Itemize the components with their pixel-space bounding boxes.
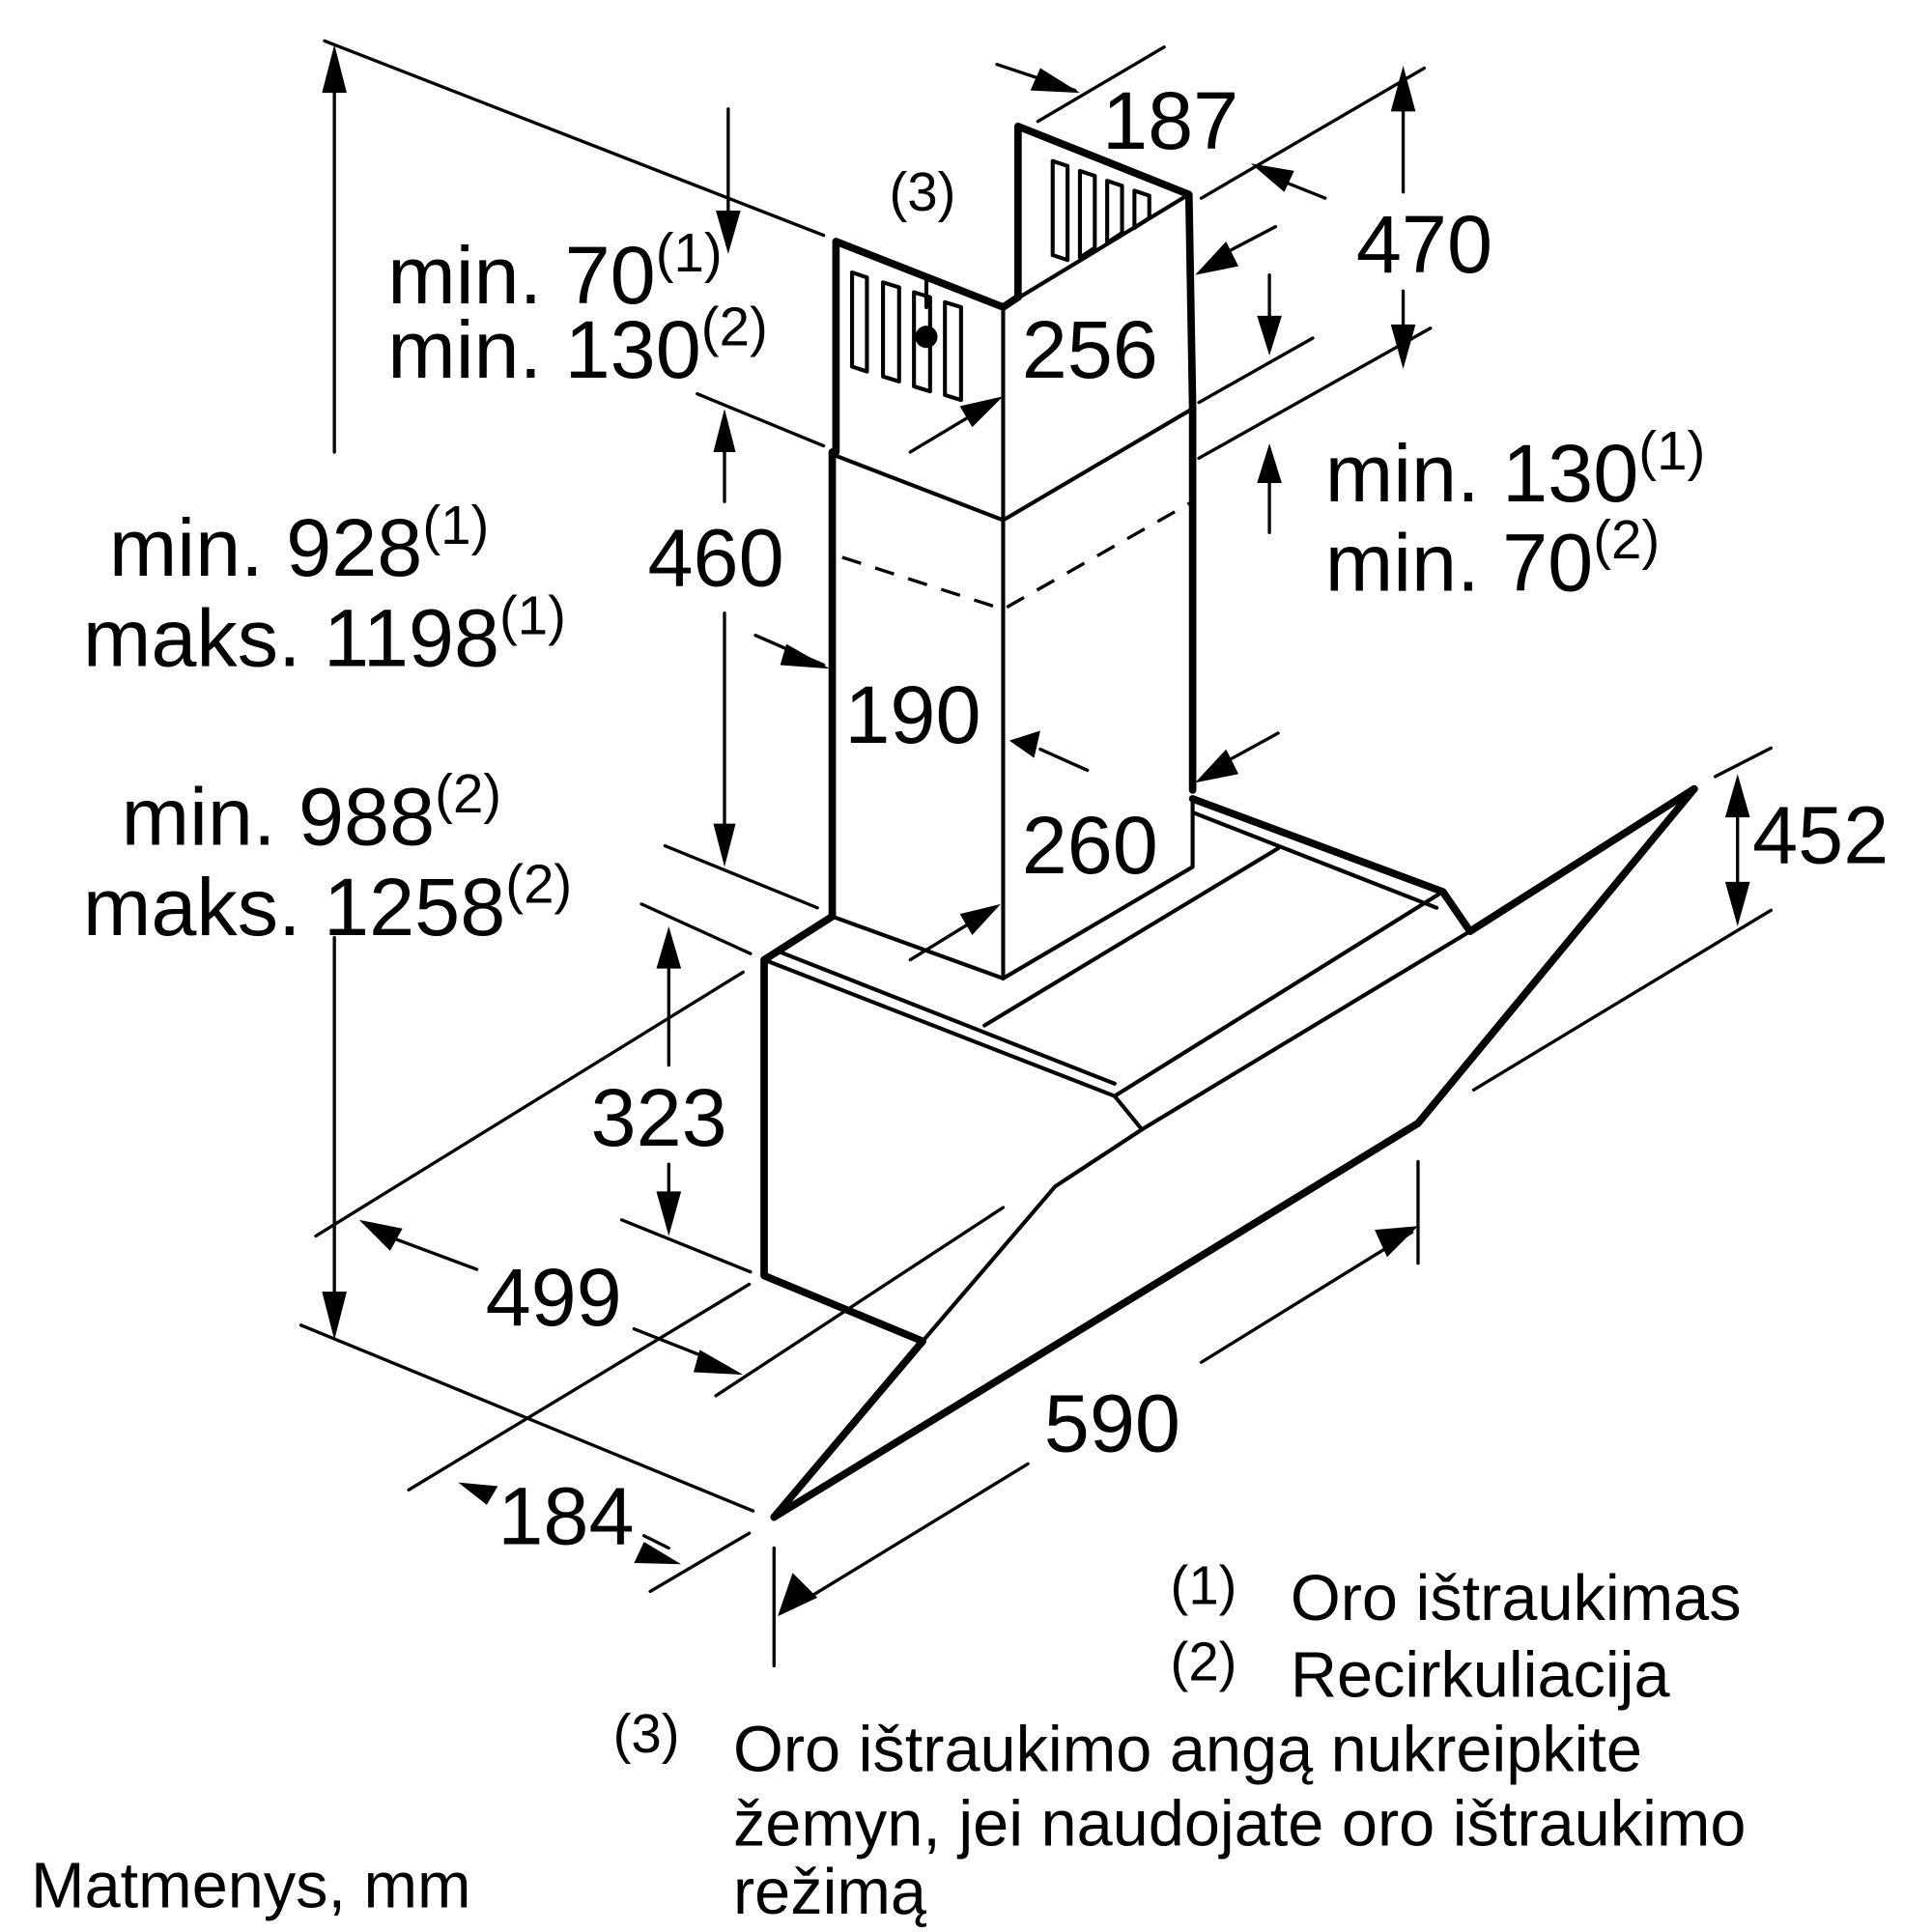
canopy-right-trim (1190, 810, 1439, 910)
dim-460: 460 (648, 511, 784, 603)
svg-text:min. 70(1): min. 70(1) (387, 222, 722, 321)
canopy-left-box (760, 912, 926, 1346)
dimension-lines (298, 39, 1774, 1668)
svg-text:maks. 1258(2): maks. 1258(2) (83, 854, 572, 952)
total-height-recirculation: min. 988(2) maks. 1258(2) (83, 763, 572, 952)
legend-marker-2: (2) (1171, 1632, 1237, 1692)
svg-text:min. 130(2): min. 130(2) (387, 297, 767, 395)
units-caption: Matmenys, mm (31, 1850, 471, 1921)
legend-text-3-line3: režimą (733, 1857, 927, 1928)
total-height-extraction: min. 928(1) maks. 1198(1) (83, 495, 566, 684)
legend-text-3-line2: žemyn, jei naudojate oro ištraukimo (733, 1788, 1747, 1860)
dim-452: 452 (1752, 789, 1889, 881)
canopy-right-edge (1188, 784, 1698, 935)
dim-187: 187 (1102, 74, 1238, 166)
lower-chimney-bottom (830, 796, 1195, 980)
hood-outline (760, 122, 1698, 1521)
dim-190: 190 (844, 668, 980, 760)
svg-text:min. 988(2): min. 988(2) (122, 763, 501, 862)
clearance-top-left: min. 70(1) min. 130(2) (387, 222, 767, 395)
legend: (1) Oro ištraukimas (2) Recirkuliacija (… (613, 1554, 1747, 1928)
canopy-top-front (761, 890, 1445, 1098)
svg-text:min. 70(2): min. 70(2) (1325, 509, 1660, 608)
dim-590: 590 (1044, 1378, 1180, 1469)
dim-256: 256 (1022, 303, 1158, 395)
canopy-top-trim (776, 949, 1117, 1086)
upper-chimney-top-edge (1001, 192, 1191, 309)
vent-marker-3: (3) (890, 161, 956, 222)
lower-chimney-top (834, 407, 1195, 523)
legend-text-3-line1: Oro ištraukimo angą nukreipkite (733, 1714, 1642, 1785)
glass-top-edge (1112, 929, 1472, 1132)
legend-text-1: Oro ištraukimas (1291, 1563, 1742, 1634)
svg-text:min. 130(1): min. 130(1) (1325, 420, 1705, 519)
glass-panel-outline (770, 784, 1698, 1521)
legend-marker-3: (3) (613, 1703, 680, 1764)
clearance-right: min. 130(1) min. 70(2) (1325, 420, 1705, 609)
dimension-labels: 187 470 256 460 190 260 452 323 499 184 … (83, 74, 1889, 1562)
dim-260: 260 (1022, 799, 1158, 891)
dim-323: 323 (591, 1071, 727, 1163)
svg-text:min. 928(1): min. 928(1) (109, 495, 489, 593)
telescopic-overlap-line (841, 499, 1194, 611)
dim-499: 499 (486, 1251, 622, 1343)
canopy-top-rear (982, 846, 1281, 1028)
dim-184: 184 (497, 1470, 634, 1562)
vent-slots-left-icon (850, 270, 963, 403)
vent-slots-right-icon (1050, 158, 1151, 263)
legend-marker-1: (1) (1171, 1554, 1237, 1615)
legend-text-2: Recirkuliacija (1291, 1639, 1671, 1711)
glass-fold-edge (921, 1127, 1145, 1344)
svg-text:maks. 1198(1): maks. 1198(1) (83, 584, 566, 683)
dim-470: 470 (1356, 198, 1492, 290)
